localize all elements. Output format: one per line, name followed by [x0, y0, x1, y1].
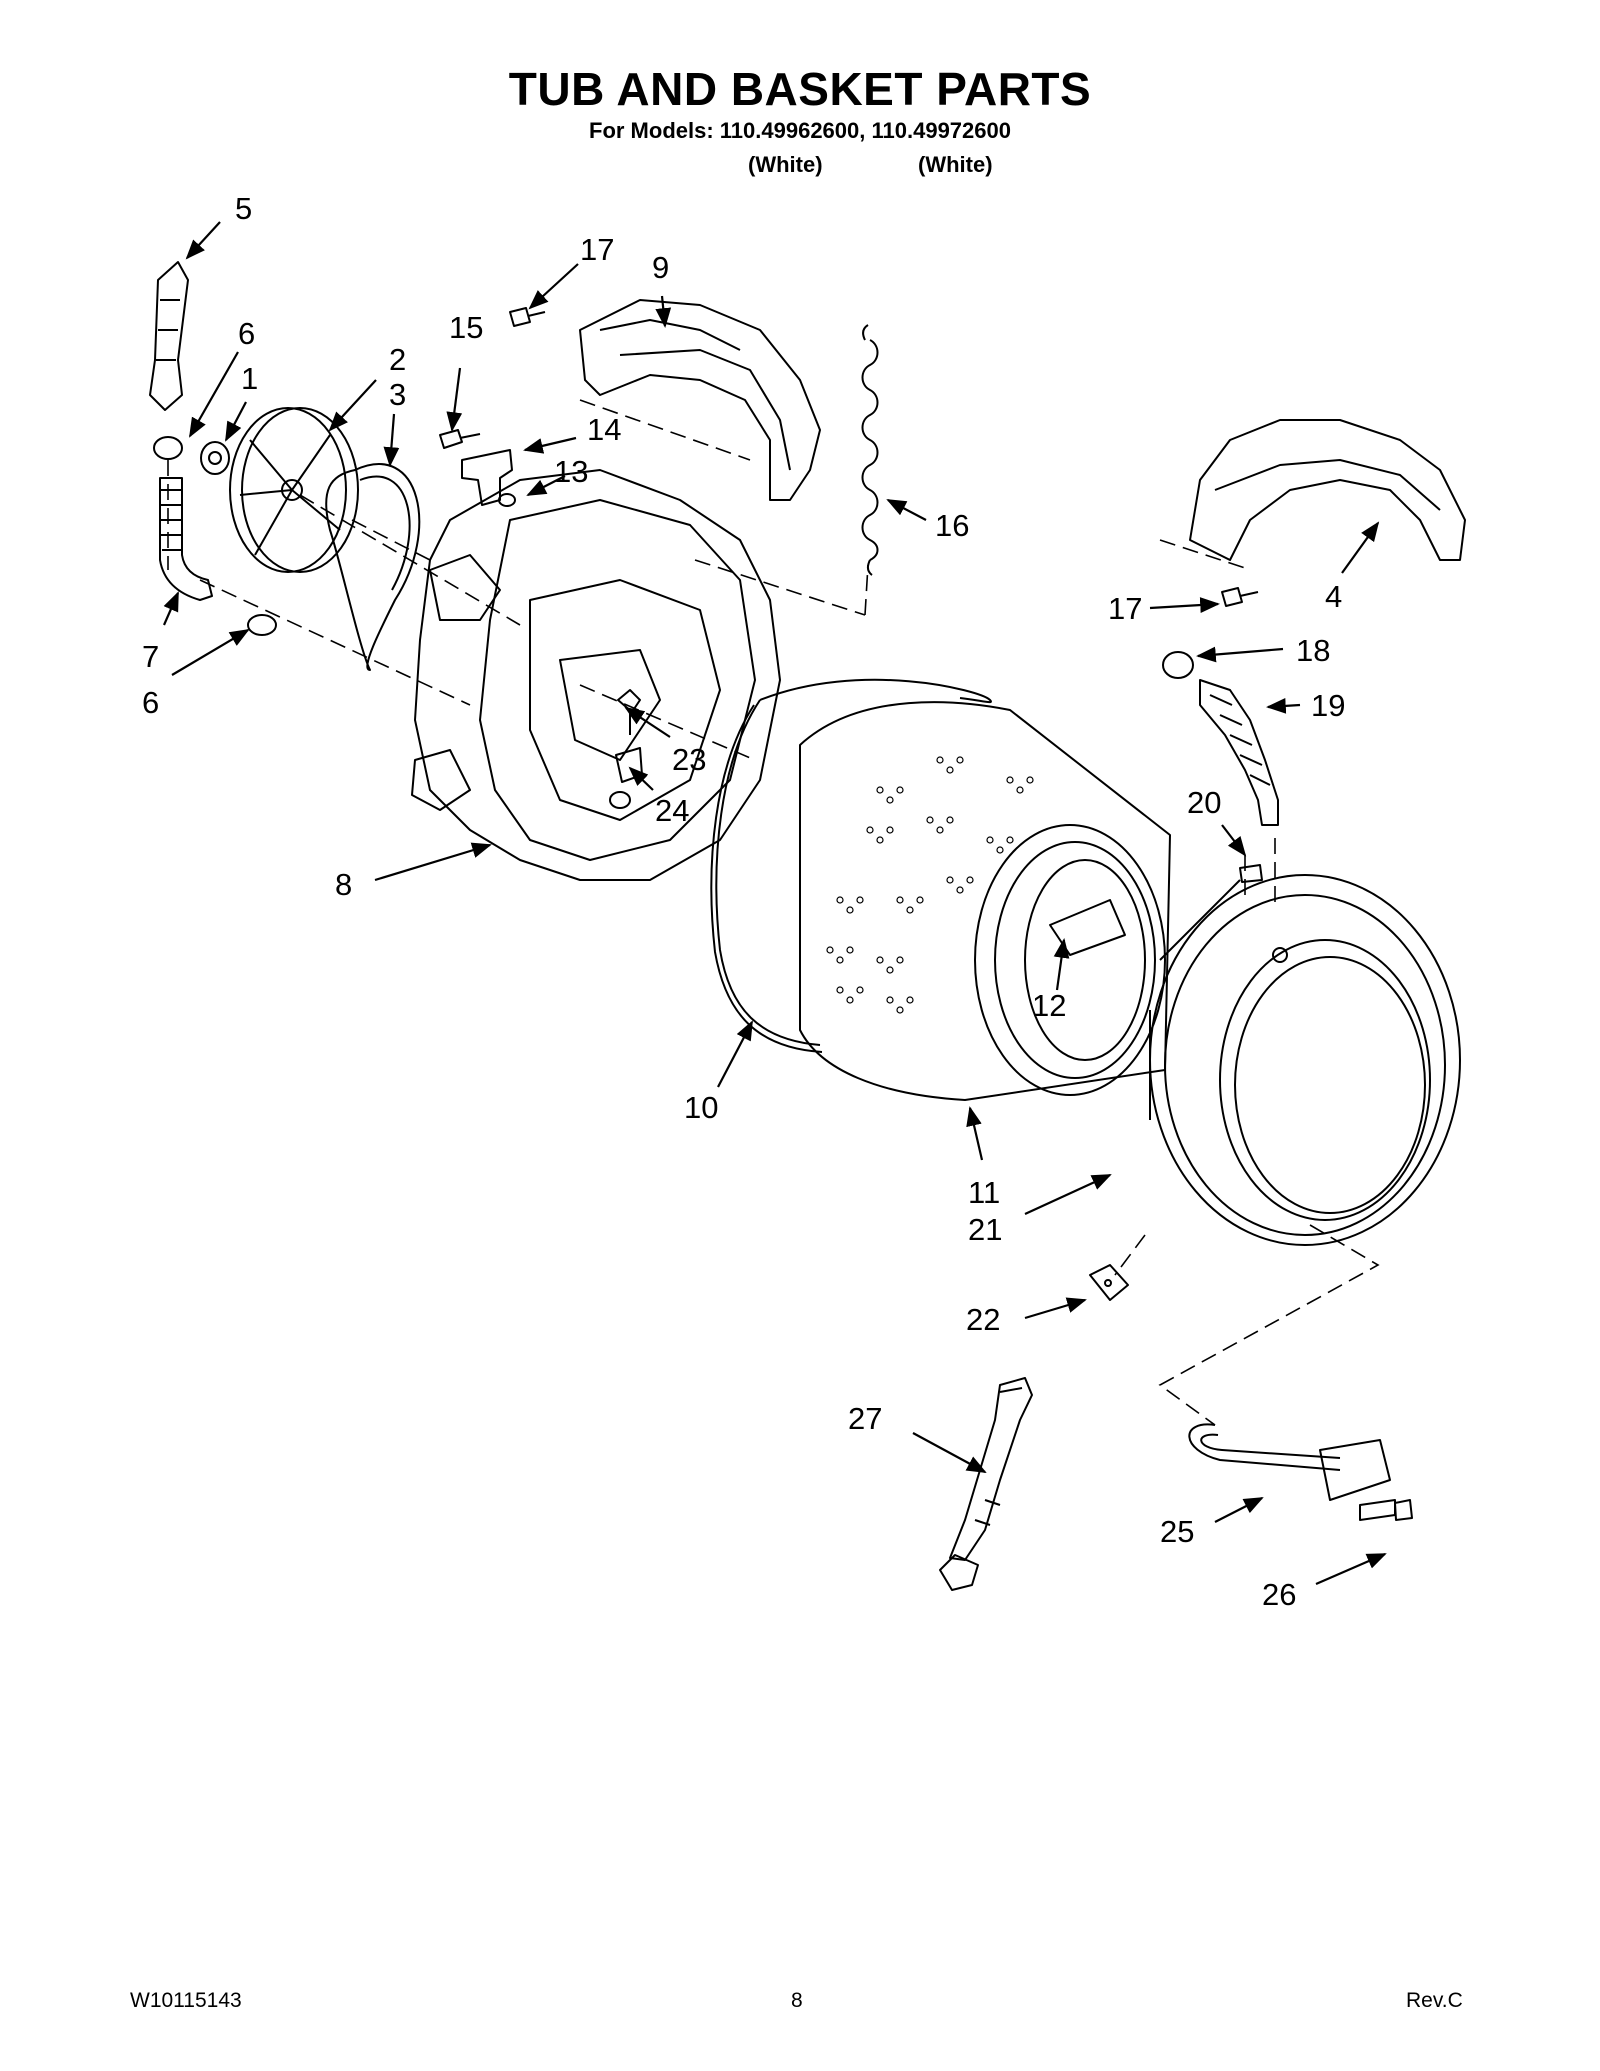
callout-2: 2 — [389, 342, 406, 377]
document-number: W10115143 — [130, 1989, 242, 2012]
callout-16: 16 — [935, 508, 969, 543]
callout-4: 4 — [1325, 579, 1342, 614]
callout-12: 12 — [1032, 988, 1066, 1023]
callout-11: 11 — [968, 1175, 1000, 1210]
revision-label: Rev.C — [1406, 1989, 1463, 2012]
callout-27: 27 — [848, 1401, 882, 1436]
callout-26: 26 — [1262, 1577, 1296, 1612]
callout-7: 7 — [142, 639, 159, 674]
callout-18: 18 — [1296, 633, 1330, 668]
callout-24: 24 — [655, 793, 689, 828]
callout-17-upper: 17 — [580, 232, 614, 267]
model-color-2: (White) — [918, 152, 993, 177]
callout-17-right: 17 — [1108, 591, 1142, 626]
callout-1: 1 — [241, 361, 258, 396]
callout-13: 13 — [554, 454, 588, 489]
callout-8: 8 — [335, 867, 352, 902]
callout-19: 19 — [1311, 688, 1345, 723]
page-title: TUB AND BASKET PARTS — [508, 63, 1092, 115]
callout-20: 20 — [1187, 785, 1221, 820]
page-number: 8 — [791, 1989, 803, 2012]
callout-10: 10 — [684, 1090, 718, 1125]
callout-6-upper: 6 — [238, 316, 255, 351]
callout-3: 3 — [389, 377, 406, 412]
callout-15: 15 — [449, 310, 483, 345]
model-color-1: (White) — [748, 152, 823, 177]
callout-23: 23 — [672, 742, 706, 777]
models-subtitle: For Models: 110.49962600, 110.49972600 — [589, 118, 1011, 143]
callout-22: 22 — [966, 1302, 1000, 1337]
callout-9: 9 — [652, 250, 669, 285]
callout-21: 21 — [968, 1212, 1002, 1247]
callout-5: 5 — [235, 191, 252, 226]
callout-14: 14 — [587, 412, 621, 447]
callout-25: 25 — [1160, 1514, 1194, 1549]
callout-6-lower: 6 — [142, 685, 159, 720]
